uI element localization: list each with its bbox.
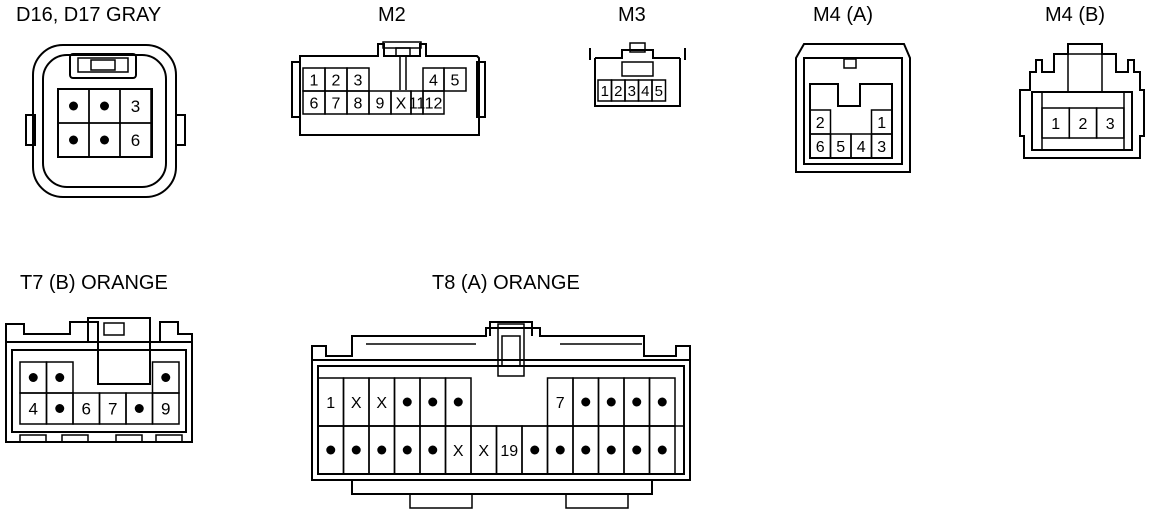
- m3-pin-label: 2: [614, 83, 622, 100]
- m4a-pin-label: 1: [877, 115, 886, 132]
- d16d17-cavity: [119, 122, 152, 158]
- m2-cavity: [443, 67, 467, 92]
- m4a-cavity: [870, 133, 893, 159]
- t7b-pin-dot: [55, 404, 65, 413]
- t8a-pin-label: X: [478, 443, 489, 460]
- t7b-cavity: [151, 392, 180, 425]
- t7b-pin-dot: [134, 404, 144, 413]
- t8a-pin-dot: [326, 445, 336, 455]
- m3-cavity: [651, 79, 667, 102]
- t7b-pin-dot: [55, 373, 65, 382]
- title-t7b: T7 (B) ORANGE: [20, 272, 168, 294]
- m2-pin-label: 9: [376, 95, 385, 112]
- t8a-pin-dot: [428, 445, 438, 455]
- t8a-pin-label: 1: [326, 395, 335, 412]
- m2-pin-label: 3: [354, 72, 363, 89]
- m2-pin-label: 11: [409, 95, 426, 112]
- m2-pin-label: 5: [451, 72, 460, 89]
- title-m4b: M4 (B): [1045, 4, 1105, 26]
- m2-pin-label: 6: [310, 95, 319, 112]
- d16d17-pin-dot: [100, 101, 109, 111]
- m4b-cavity: [1095, 107, 1125, 139]
- t8a-pin-label: X: [351, 395, 362, 412]
- t8a-pin-dot: [555, 445, 565, 455]
- t7b-pin-label: 9: [161, 400, 170, 419]
- m4b-pin-label: 3: [1106, 116, 1115, 133]
- t7b-pin-label: 4: [29, 400, 38, 419]
- m3-pin-label: 4: [641, 83, 649, 100]
- m3-pin-label: 5: [655, 83, 663, 100]
- m4a-pin-label: 5: [836, 139, 845, 156]
- title-m4a: M4 (A): [813, 4, 873, 26]
- t7b-pin-dot: [28, 373, 38, 382]
- t8a-pin-dot: [351, 445, 361, 455]
- t8a-pin-dot: [581, 397, 591, 407]
- t8a-pin-dot: [632, 397, 642, 407]
- t8a-pin-dot: [581, 445, 591, 455]
- m2-pin-label: 1: [310, 72, 319, 89]
- d16d17-pin-label: 6: [131, 131, 140, 150]
- m2-pin-label: X: [396, 95, 407, 112]
- t8a-pin-dot: [606, 445, 616, 455]
- m4a-pin-label: 2: [816, 115, 825, 132]
- d16d17-pin-dot: [69, 101, 78, 111]
- m4b-pin-label: 2: [1078, 116, 1087, 133]
- t8a-pin-dot: [606, 397, 616, 407]
- d16d17-pin-label: 3: [131, 97, 140, 116]
- title-t8a: T8 (A) ORANGE: [432, 272, 580, 294]
- m4a-pin-label: 3: [877, 139, 886, 156]
- t7b-pin-label: 6: [82, 400, 91, 419]
- t8a-pin-dot: [377, 445, 387, 455]
- m2-pin-label: 8: [354, 95, 363, 112]
- t8a-pin-label: 19: [500, 443, 518, 460]
- m3-pin-label: 3: [628, 83, 636, 100]
- t8a-pin-dot: [453, 397, 463, 407]
- t8a-pin-dot: [657, 397, 667, 407]
- m3-pin-label: 1: [601, 83, 609, 100]
- title-m2: M2: [378, 4, 406, 26]
- t8a-pin-label: 7: [556, 395, 565, 412]
- m2-pin-label: 4: [429, 72, 438, 89]
- title-m3: M3: [618, 4, 646, 26]
- d16d17-pin-dot: [100, 135, 109, 145]
- d16d17-pin-dot: [69, 135, 78, 145]
- m2-pin-label: 12: [425, 95, 443, 112]
- m2-cavity: [422, 90, 445, 115]
- t8a-pin-dot: [402, 445, 412, 455]
- t8a-pin-label: X: [453, 443, 464, 460]
- t7b-pin-label: 7: [108, 400, 117, 419]
- t8a-pin-dot: [657, 445, 667, 455]
- t8a-pin-dot: [530, 445, 540, 455]
- t8a-pin-dot: [428, 397, 438, 407]
- m4b-pin-label: 1: [1051, 116, 1060, 133]
- m2-pin-label: 7: [332, 95, 341, 112]
- t8a-pin-dot: [402, 397, 412, 407]
- m4a-pin-label: 6: [816, 139, 825, 156]
- t8a-pin-label: X: [376, 395, 387, 412]
- m2-pin-label: 2: [332, 72, 341, 89]
- m4a-pin-label: 4: [857, 139, 866, 156]
- title-d16-d17: D16, D17 GRAY: [16, 4, 162, 26]
- t7b-pin-dot: [161, 373, 171, 382]
- t8a-pin-dot: [632, 445, 642, 455]
